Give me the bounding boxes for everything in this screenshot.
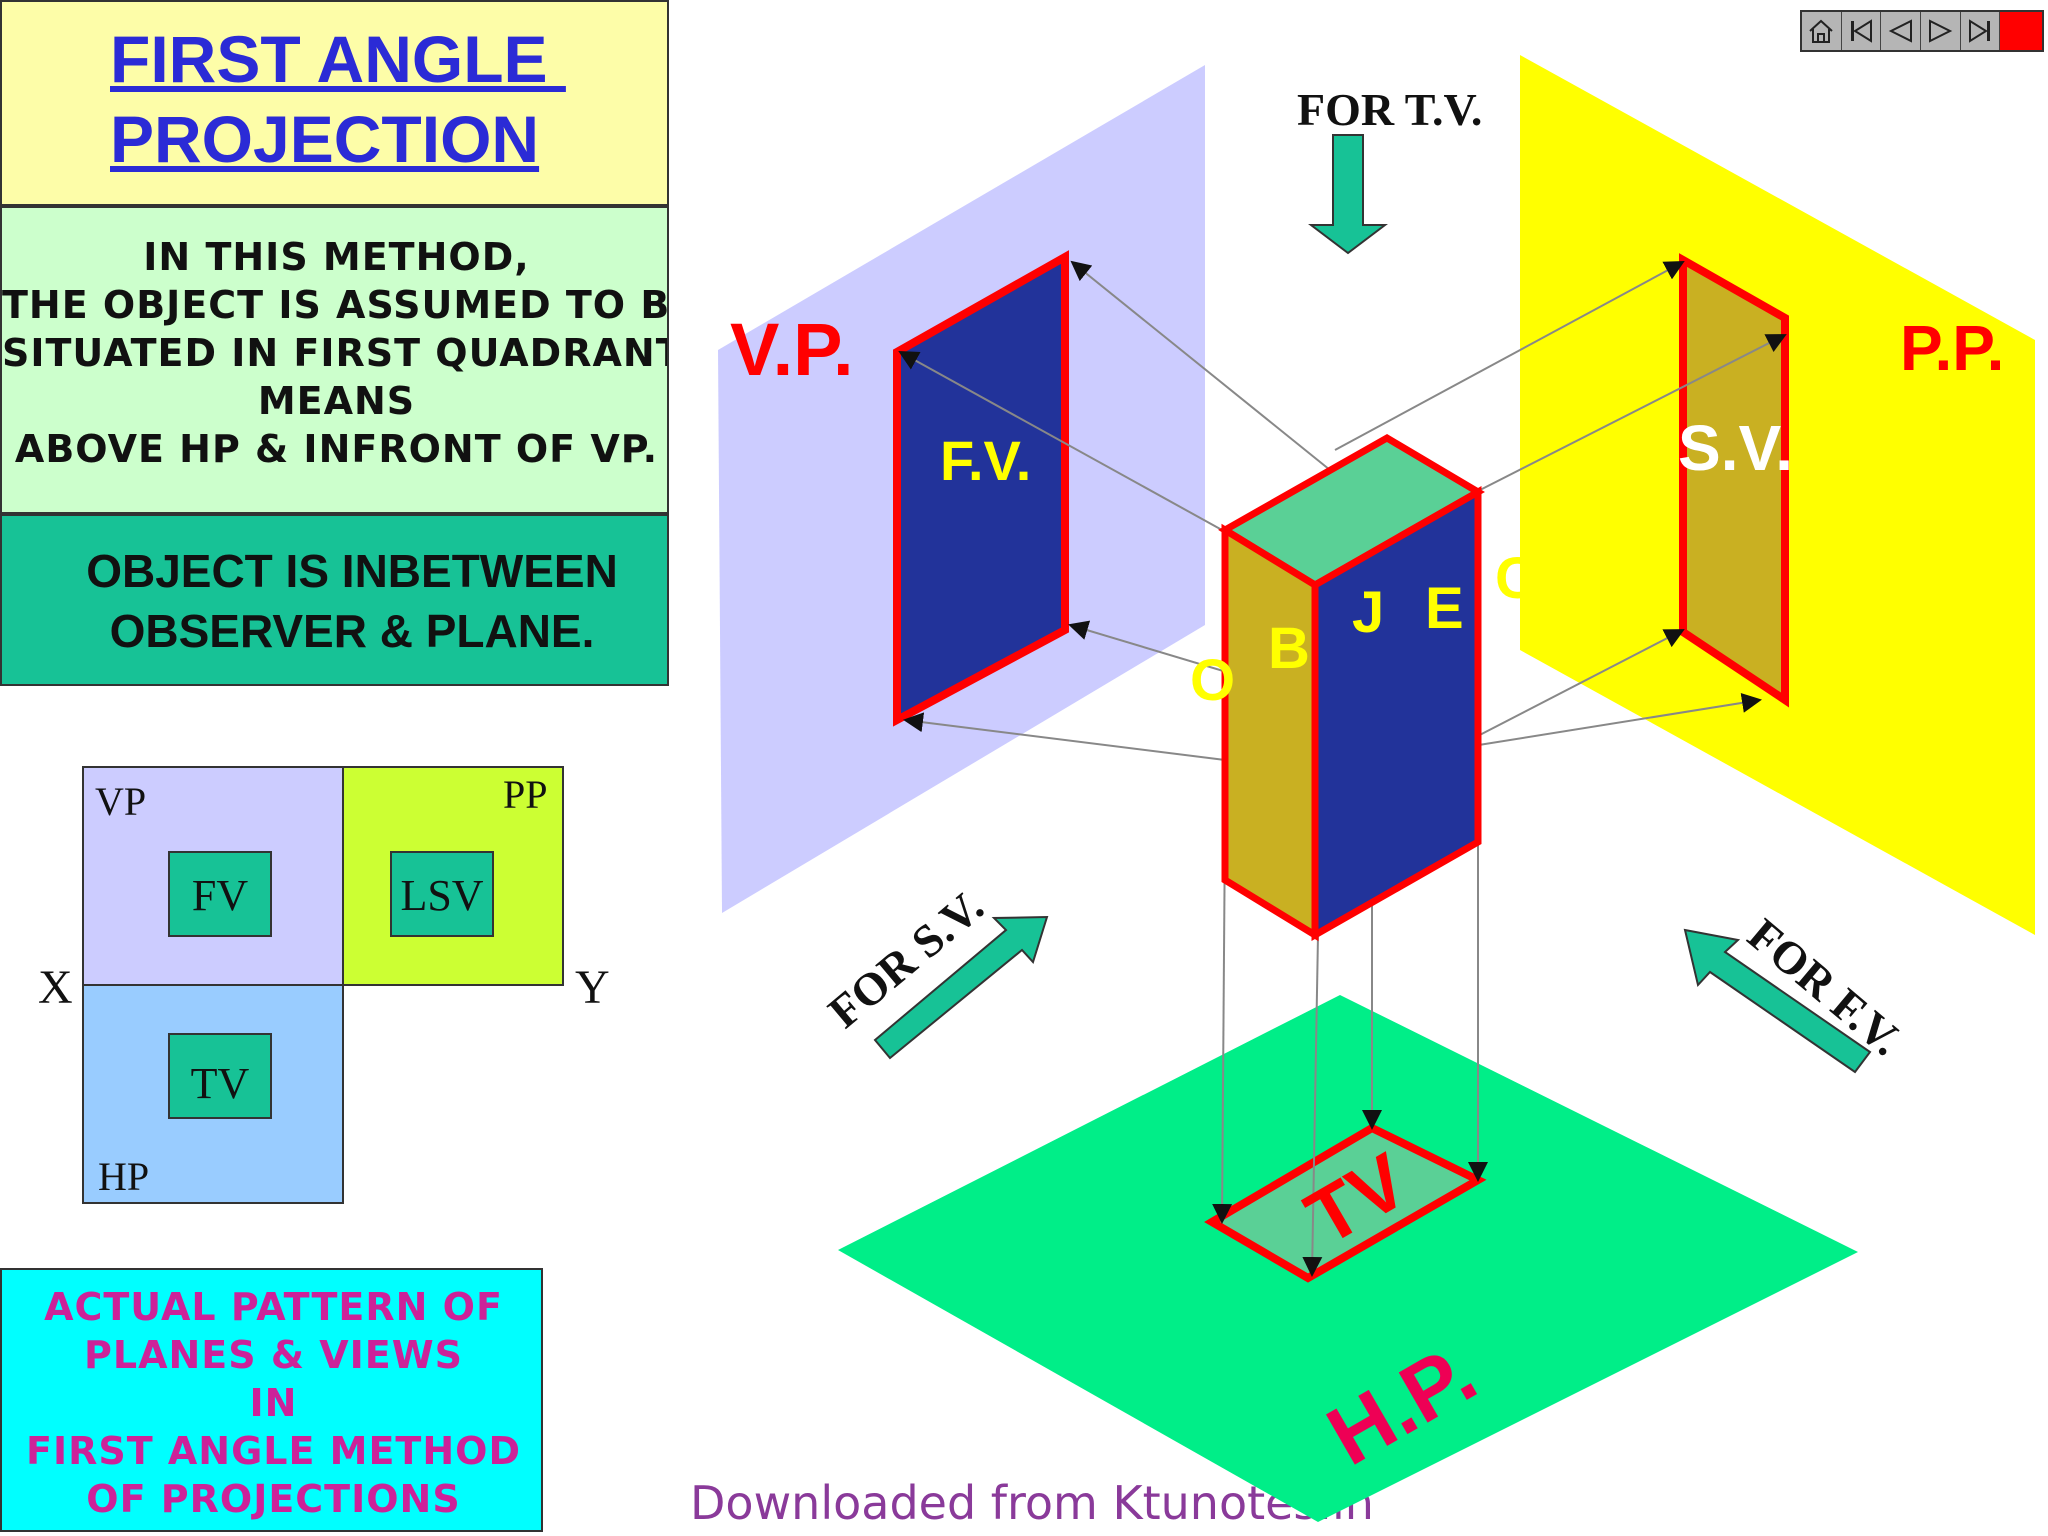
object-letter-c: C bbox=[1495, 546, 1537, 611]
next-icon bbox=[1929, 19, 1953, 43]
method-line-3: SITUATED IN FIRST QUADRANT bbox=[2, 331, 669, 375]
front-view-label: F.V. bbox=[940, 429, 1031, 492]
method-line-5: ABOVE HP & INFRONT OF VP. bbox=[14, 427, 659, 471]
pattern-line-3: IN bbox=[249, 1381, 298, 1425]
object-letter-e: E bbox=[1425, 576, 1464, 641]
stop-button[interactable] bbox=[2000, 12, 2042, 50]
layout-diagram: VP PP HP FV LSV TV X Y bbox=[38, 766, 610, 1204]
title-line-2: PROJECTION bbox=[110, 102, 540, 176]
stop-icon bbox=[2009, 20, 2034, 42]
pattern-line-4: FIRST ANGLE METHOD bbox=[25, 1429, 522, 1473]
for-tv-label: FOR T.V. bbox=[1297, 84, 1482, 135]
observer-line-2: OBSERVER & PLANE. bbox=[109, 605, 595, 657]
layout-vp-label: VP bbox=[95, 779, 146, 824]
method-line-1: IN THIS METHOD, bbox=[143, 235, 530, 279]
layout-pp-label: PP bbox=[503, 772, 548, 817]
next-slide-button[interactable] bbox=[1921, 12, 1961, 50]
arrow-for-fv bbox=[1683, 928, 1872, 1074]
layout-fv-box bbox=[168, 851, 272, 937]
method-line-2: THE OBJECT IS ASSUMED TO BE bbox=[2, 283, 669, 327]
pp-plane-label: P.P. bbox=[1900, 312, 2004, 384]
first-slide-button[interactable] bbox=[1841, 12, 1882, 50]
pattern-line-5: OF PROJECTIONS bbox=[86, 1477, 461, 1521]
object-box bbox=[1218, 433, 1485, 942]
first-icon bbox=[1851, 19, 1872, 43]
last-slide-button[interactable] bbox=[1960, 12, 2001, 50]
layout-x-label: X bbox=[38, 961, 73, 1014]
object-letter-b: B bbox=[1268, 616, 1310, 681]
observer-note-box: OBJECT IS INBETWEEN OBSERVER & PLANE. bbox=[0, 514, 669, 686]
object-side-face bbox=[1221, 523, 1319, 942]
last-icon bbox=[1969, 19, 1991, 43]
side-view-label: S.V. bbox=[1678, 412, 1793, 484]
layout-hp-label: HP bbox=[98, 1154, 149, 1199]
method-description-box: IN THIS METHOD, THE OBJECT IS ASSUMED TO… bbox=[0, 206, 669, 514]
layout-lsv-label: LSV bbox=[400, 871, 483, 920]
previous-icon bbox=[1888, 19, 1912, 43]
pattern-caption-box: ACTUAL PATTERN OF PLANES & VIEWS IN FIRS… bbox=[0, 1268, 543, 1532]
previous-slide-button[interactable] bbox=[1881, 12, 1922, 50]
layout-y-label: Y bbox=[575, 961, 610, 1014]
arrow-for-tv bbox=[1308, 134, 1388, 255]
layout-tv-box bbox=[168, 1033, 272, 1119]
layout-tv-label: TV bbox=[191, 1059, 250, 1108]
side-view-shape bbox=[1679, 253, 1789, 708]
observer-line-1: OBJECT IS INBETWEEN bbox=[86, 545, 618, 597]
object-word: O B J E C bbox=[1190, 546, 1537, 713]
object-letter-j: J bbox=[1352, 580, 1384, 645]
layout-lsv-box bbox=[390, 851, 494, 937]
projection-lines bbox=[898, 260, 1787, 1277]
pattern-line-2: PLANES & VIEWS bbox=[84, 1333, 463, 1377]
title-box: FIRST ANGLE PROJECTION bbox=[0, 0, 669, 206]
title-line-1: FIRST ANGLE bbox=[110, 22, 566, 96]
method-line-4: MEANS bbox=[257, 379, 416, 423]
vp-plane-label: V.P. bbox=[730, 308, 854, 391]
home-icon bbox=[1809, 19, 1834, 43]
arrow-for-sv bbox=[873, 915, 1049, 1060]
home-button[interactable] bbox=[1802, 12, 1842, 50]
object-letter-o: O bbox=[1190, 648, 1235, 713]
navigation-bar bbox=[1800, 10, 2044, 52]
layout-fv-label: FV bbox=[192, 871, 248, 920]
pattern-line-1: ACTUAL PATTERN OF bbox=[44, 1285, 503, 1329]
object-front-face bbox=[1311, 485, 1482, 942]
